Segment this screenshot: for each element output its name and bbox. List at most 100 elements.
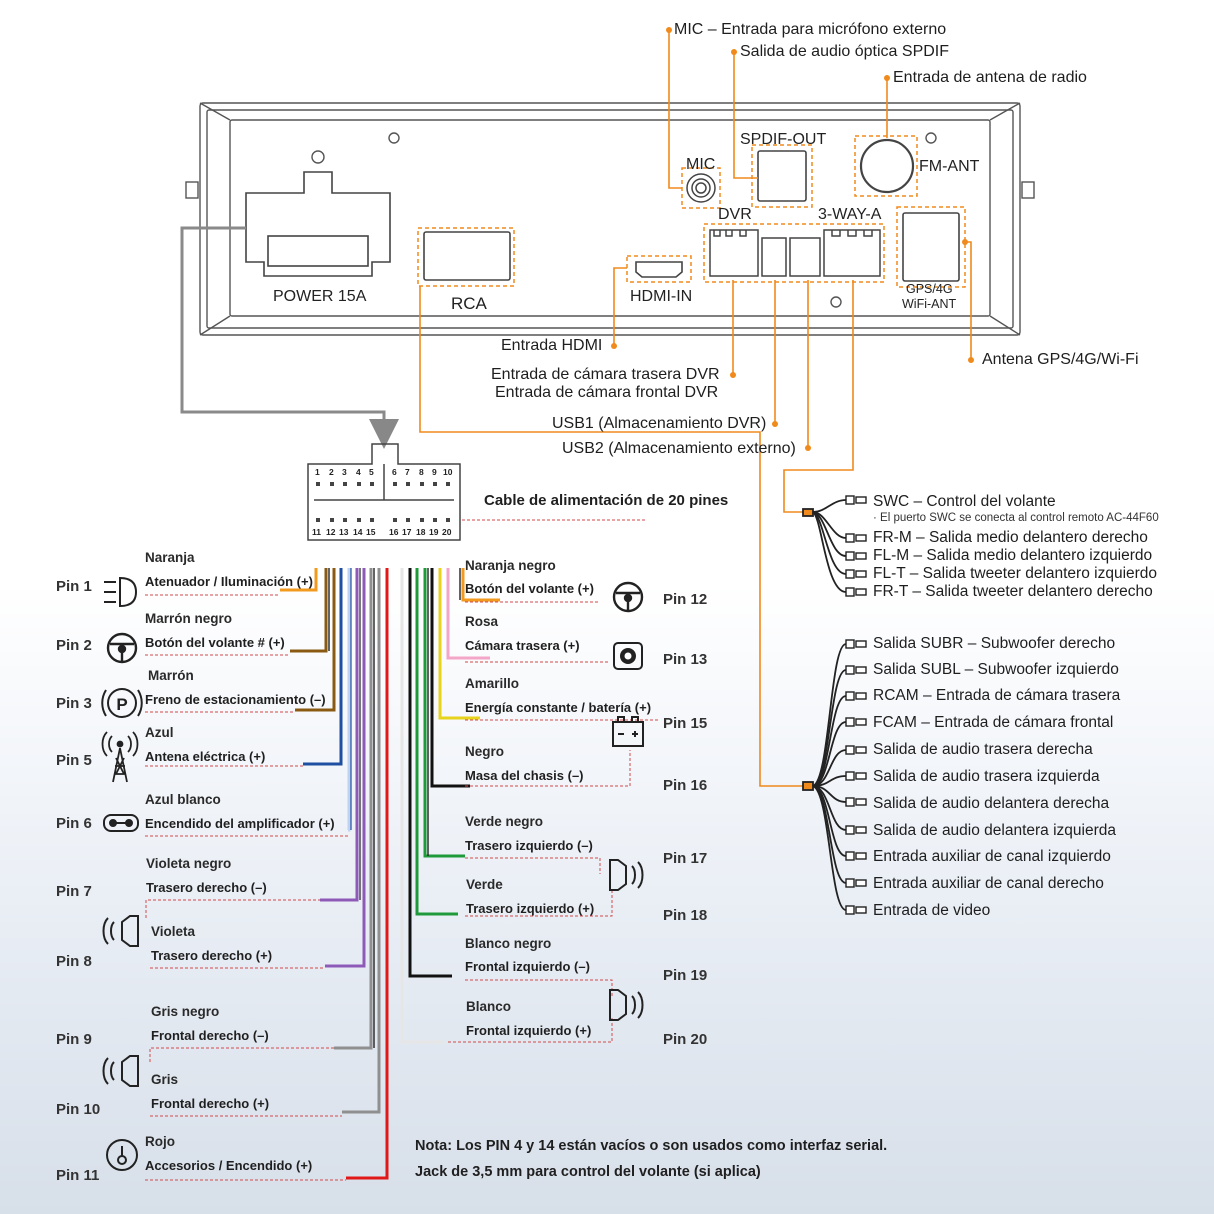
mic-label: MIC [686, 156, 716, 173]
steering-wheel-icon-right [612, 581, 644, 613]
wire-function-label: Frontal derecho (–) [151, 1028, 269, 1043]
battery-icon [612, 716, 644, 747]
rca-item: Entrada auxiliar de canal derecho [873, 875, 1104, 892]
pin-label: Pin 18 [663, 907, 708, 924]
gps-label-1: GPS/4G [906, 282, 953, 296]
wire-pin5 [303, 568, 343, 766]
wire-pin19 [408, 568, 452, 978]
usb1-callout: USB1 (Almacenamiento DVR) [552, 415, 767, 432]
pin-label: Pin 1 [56, 578, 92, 595]
pin-label: Pin 17 [663, 850, 708, 867]
wire-pin6 [347, 568, 351, 832]
svg-text:P: P [116, 695, 127, 714]
wire-color-label: Blanco negro [465, 936, 552, 951]
rca-item: Salida de audio trasera izquierda [873, 768, 1100, 785]
swc-item: FL-T – Salida tweeter delantero izquierd… [873, 565, 1158, 582]
wire-pin16 [430, 568, 470, 788]
callout-dots [611, 27, 974, 451]
pin-number: 3 [342, 467, 347, 477]
fm-port-highlight [854, 135, 918, 197]
wire-pin9 [334, 568, 373, 1050]
pin-number: 15 [366, 527, 376, 537]
wire-function-label: Frontal izquierdo (–) [465, 959, 590, 974]
pin-label: Pin 2 [56, 637, 92, 654]
pin-label: Pin 7 [56, 883, 92, 900]
antenna-icon [101, 731, 139, 783]
usb2-callout: USB2 (Almacenamiento externo) [562, 440, 796, 457]
wire-function-label: Accesorios / Encendido (+) [145, 1158, 313, 1173]
wire-function-label: Botón del volante (+) [465, 581, 594, 596]
pin-number: 17 [402, 527, 412, 537]
wire-pin11 [346, 568, 389, 1180]
three-way-label: 3-WAY-A [818, 206, 882, 223]
gps-callout: Antena GPS/4G/Wi-Fi [982, 351, 1139, 368]
speaker-icon-front-left [609, 989, 644, 1021]
spdif-port [757, 150, 807, 202]
pin-label: Pin 6 [56, 815, 92, 832]
pin-number: 18 [416, 527, 426, 537]
wire-color-label: Rojo [145, 1134, 175, 1149]
pin-number: 19 [429, 527, 439, 537]
wire-function-label: Trasero izquierdo (+) [466, 901, 595, 916]
pin-number: 9 [432, 467, 437, 477]
pin-label: Pin 9 [56, 1031, 92, 1048]
connector-pins [316, 482, 450, 522]
hdmi-callout: Entrada HDMI [501, 337, 603, 354]
hdmi-port-highlight [626, 255, 692, 283]
pin-number: 10 [443, 467, 453, 477]
wire-function-label: Atenuador / Iluminación (+) [145, 574, 313, 589]
wire-function-label: Frontal izquierdo (+) [466, 1023, 592, 1038]
wire-color-label: Azul blanco [145, 792, 221, 807]
left-dashed-leaders [145, 594, 348, 1181]
wire-color-label: Negro [465, 744, 505, 759]
wire-color-label: Marrón [148, 668, 194, 683]
rca-item: Salida de audio delantera izquierda [873, 822, 1117, 839]
callout-leaders [419, 30, 972, 787]
wire-pin3 [295, 568, 336, 712]
gps-port-highlight [896, 206, 966, 288]
swc-harness [802, 499, 847, 593]
hdmi-label: HDMI-IN [630, 288, 693, 305]
wire-pin18 [415, 568, 458, 916]
hdmi-port [635, 261, 683, 278]
20-pin-connector [307, 443, 461, 541]
wire-color-label: Azul [145, 725, 174, 740]
wire-pin15 [438, 568, 480, 720]
mic-port [686, 173, 716, 203]
pin-number: 1 [315, 467, 320, 477]
pin-number: 14 [353, 527, 363, 537]
spdif-callout: Salida de audio óptica SPDIF [740, 43, 950, 60]
swc-item: FR-T – Salida tweeter delantero derecho [873, 583, 1153, 600]
rca-item: Salida SUBL – Subwoofer izquierdo [873, 661, 1119, 678]
wire-pin20 [400, 568, 444, 1044]
parking-brake-icon: P [101, 688, 143, 718]
pin-number: 20 [442, 527, 452, 537]
pin-number: 4 [356, 467, 361, 477]
pin-label: Pin 3 [56, 695, 92, 712]
wire-pin12 [461, 568, 500, 602]
wire-function-label: Encendido del amplificador (+) [145, 816, 335, 831]
pin-number: 7 [405, 467, 410, 477]
rca-item: Entrada de video [873, 902, 991, 919]
pin-label: Pin 20 [663, 1031, 708, 1048]
pin-number: 13 [339, 527, 349, 537]
wire-color-label: Gris negro [151, 1004, 220, 1019]
wire-function-label: Trasero derecho (–) [146, 880, 267, 895]
wire-pin13 [446, 568, 490, 660]
wire-function-label: Trasero derecho (+) [151, 948, 273, 963]
pin-number: 8 [419, 467, 424, 477]
dvr-rear-callout: Entrada de cámara trasera DVR [491, 366, 720, 383]
pin-label: Pin 8 [56, 953, 92, 970]
wire-pin8 [325, 568, 366, 968]
wire-color-label: Naranja negro [465, 558, 556, 573]
left-wires [280, 568, 389, 1180]
wire-function-label: Trasero izquierdo (–) [465, 838, 593, 853]
speaker-icon-front-right [102, 1055, 139, 1087]
wire-pin7 [320, 568, 359, 902]
wire-color-label: Rosa [465, 614, 499, 629]
pin-number: 11 [312, 527, 321, 537]
power-port [245, 171, 391, 277]
wire-color-label: Violeta [151, 924, 196, 939]
pin-label: Pin 19 [663, 967, 708, 984]
